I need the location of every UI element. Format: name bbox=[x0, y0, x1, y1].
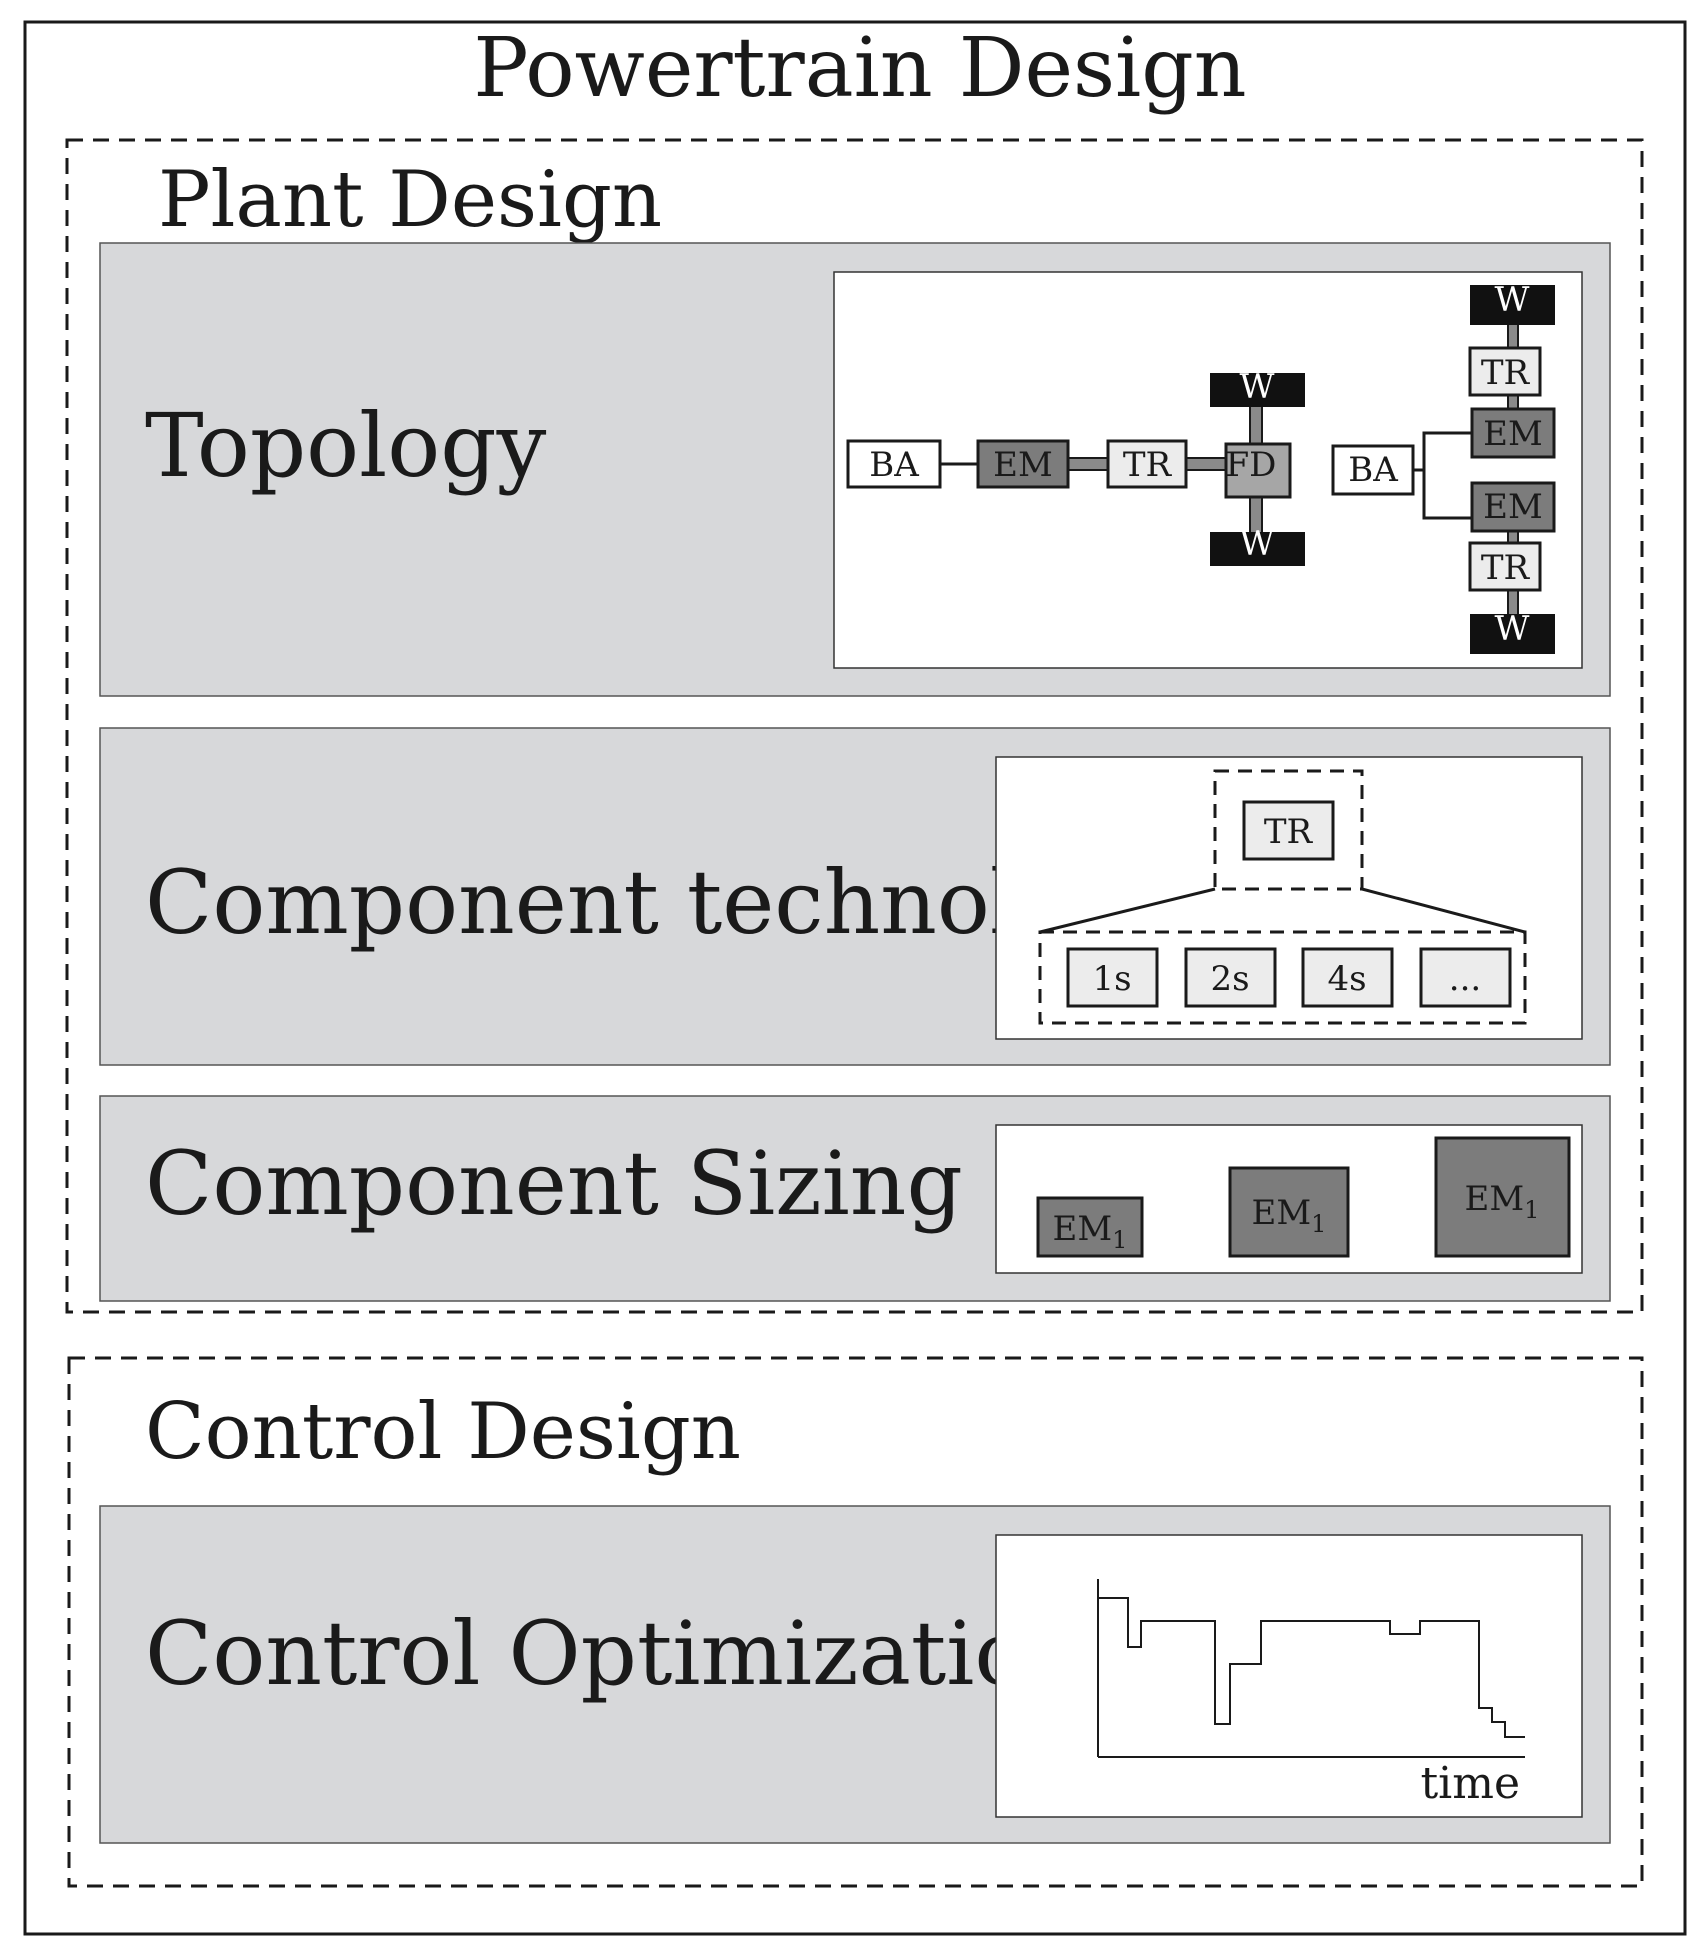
em-large-block bbox=[1434, 1136, 1571, 1258]
wheel-top bbox=[1210, 373, 1305, 407]
tr-options-dashed-box bbox=[1038, 930, 1527, 1025]
component-sizing-label: Component Sizing bbox=[145, 1132, 963, 1235]
tr-block bbox=[1106, 439, 1188, 489]
option-2s-label: 2s bbox=[1210, 959, 1249, 999]
control-plot-frame bbox=[995, 1534, 1583, 1818]
motor-sizes: EM1 EM1 EM1 bbox=[1036, 1136, 1571, 1258]
tr-upper bbox=[1468, 346, 1542, 397]
transmission-options-tree: TR 1s 2s 4s ... bbox=[1038, 769, 1527, 1025]
em-small-block bbox=[1036, 1196, 1144, 1258]
x-axis-label: time bbox=[1420, 1758, 1520, 1809]
wheel-upper-label: W bbox=[1495, 280, 1530, 320]
option-more-block bbox=[1419, 947, 1512, 1008]
plant-design-box bbox=[65, 138, 1644, 1314]
wheel-upper bbox=[1470, 285, 1555, 325]
tr-fd-shaft bbox=[1185, 457, 1227, 471]
ba-to-em-lower bbox=[1422, 470, 1472, 520]
tr-parent-dashed-box bbox=[1213, 769, 1364, 891]
tr-block-label: TR bbox=[1123, 445, 1173, 485]
option-1s-block bbox=[1066, 947, 1159, 1008]
dual-motor-topology: BA W TR EM EM TR W bbox=[1331, 280, 1556, 654]
ba-to-em-upper bbox=[1422, 431, 1472, 470]
em-lower bbox=[1470, 481, 1556, 533]
wheel-lower-label: W bbox=[1495, 609, 1530, 649]
option-2s-block bbox=[1184, 947, 1277, 1008]
ba-block-2-label: BA bbox=[1348, 450, 1398, 490]
wheel-bottom-label: W bbox=[1240, 524, 1275, 564]
em-small-base: EM bbox=[1053, 1209, 1113, 1249]
axle-top bbox=[1249, 403, 1263, 445]
em-medium-base: EM bbox=[1252, 1193, 1312, 1233]
em-medium-subscript: 1 bbox=[1311, 1210, 1326, 1238]
topology-label: Topology bbox=[145, 394, 547, 497]
wheel-top-label: W bbox=[1240, 367, 1275, 407]
em-upper-label: EM bbox=[1483, 414, 1543, 454]
control-design-box bbox=[67, 1356, 1644, 1888]
ba-block-label: BA bbox=[869, 445, 919, 485]
option-more-label: ... bbox=[1449, 959, 1481, 999]
fd-block-label: FD bbox=[1226, 445, 1277, 485]
option-1s-label: 1s bbox=[1092, 959, 1131, 999]
tr-upper-label: TR bbox=[1481, 353, 1531, 393]
option-4s-block bbox=[1301, 947, 1394, 1008]
control-optimization-label: Control Optimization bbox=[145, 1602, 1084, 1705]
em-small-subscript: 1 bbox=[1112, 1226, 1127, 1254]
control-signal-plot: time bbox=[1097, 1579, 1525, 1809]
tr-lower-label: TR bbox=[1481, 548, 1531, 588]
fd-block bbox=[1224, 442, 1292, 499]
main-title: Powertrain Design bbox=[473, 21, 1246, 116]
control-signal-trace bbox=[1098, 1597, 1525, 1738]
tree-line-left bbox=[1039, 887, 1216, 934]
tr-parent-label: TR bbox=[1264, 812, 1314, 852]
em-block bbox=[976, 439, 1070, 489]
ba-block-2 bbox=[1331, 444, 1415, 496]
em-medium-block bbox=[1228, 1166, 1350, 1258]
control-design-title: Control Design bbox=[145, 1387, 741, 1477]
em-large-subscript: 1 bbox=[1524, 1196, 1539, 1224]
em-small-label: EM1 bbox=[1053, 1209, 1128, 1254]
em-large-label: EM1 bbox=[1465, 1179, 1540, 1224]
em-medium-label: EM1 bbox=[1252, 1193, 1327, 1238]
wheel-lower bbox=[1470, 614, 1555, 654]
upper-shaft-2 bbox=[1507, 394, 1519, 410]
ba-block bbox=[846, 439, 942, 489]
option-4s-label: 4s bbox=[1327, 959, 1366, 999]
tr-lower bbox=[1468, 541, 1542, 592]
em-lower-label: EM bbox=[1483, 487, 1543, 527]
em-block-label: EM bbox=[993, 445, 1053, 485]
em-tr-shaft bbox=[1067, 457, 1109, 471]
em-upper bbox=[1470, 407, 1556, 459]
wheel-bottom bbox=[1210, 532, 1305, 566]
tree-line-right bbox=[1361, 887, 1526, 934]
single-motor-topology: BA EM TR FD W W bbox=[846, 367, 1305, 566]
tr-parent-block bbox=[1242, 800, 1335, 861]
plant-design-title: Plant Design bbox=[158, 155, 662, 245]
em-large-base: EM bbox=[1465, 1179, 1525, 1219]
